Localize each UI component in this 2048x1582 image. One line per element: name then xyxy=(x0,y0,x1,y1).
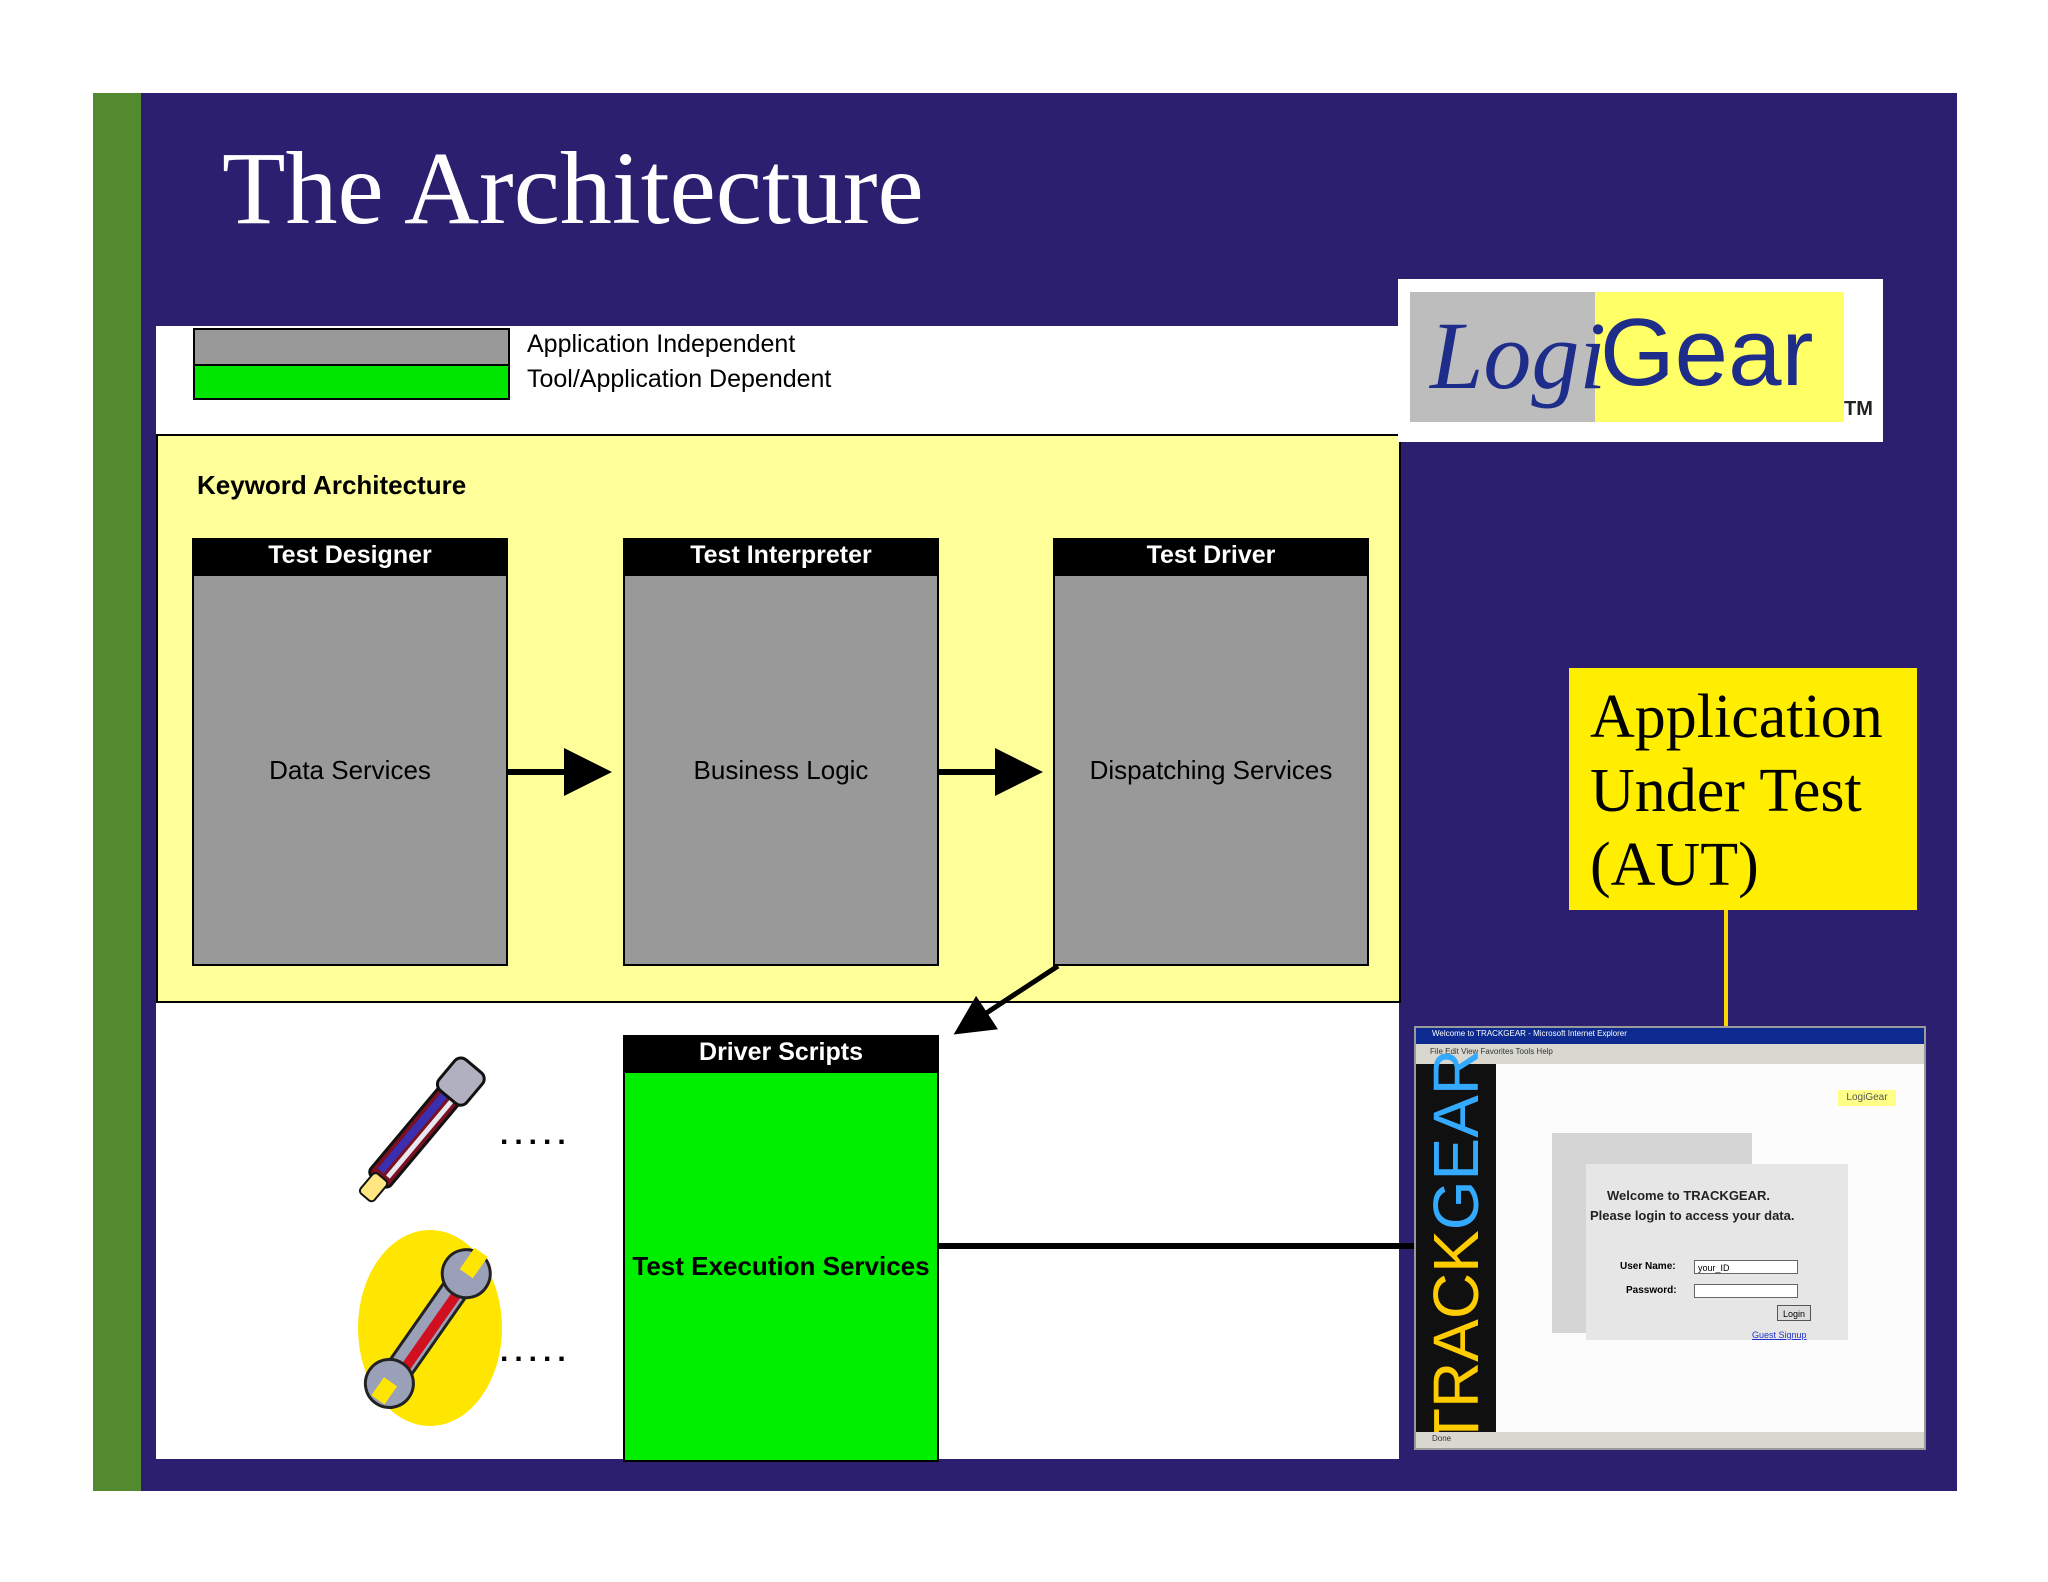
trackgear-sidebar xyxy=(1416,1064,1496,1432)
test-execution-services-label: Test Execution Services xyxy=(632,1251,930,1281)
driver-scripts-header: Driver Scripts xyxy=(623,1035,939,1071)
logo-text-logi: Logi xyxy=(1430,302,1607,409)
username-label: User Name: xyxy=(1620,1261,1676,1272)
login-button[interactable]: Login xyxy=(1777,1305,1811,1321)
mini-logo: LogiGear xyxy=(1838,1090,1896,1106)
data-services-label: Data Services xyxy=(269,754,431,785)
brand-part-track: TRACK xyxy=(1420,1230,1492,1448)
business-logic-label: Business Logic xyxy=(693,754,869,785)
welcome-subtext: Please login to access your data. xyxy=(1590,1208,1795,1223)
test-designer-box: Data Services xyxy=(192,574,508,966)
wrench-icon xyxy=(358,1230,502,1426)
logo-trademark: TM xyxy=(1844,398,1873,420)
test-driver-box: Dispatching Services xyxy=(1053,574,1369,966)
browser-statusbar xyxy=(1416,1432,1924,1448)
logo-highlight xyxy=(1595,292,1844,422)
test-driver-header: Test Driver xyxy=(1053,538,1369,574)
trackgear-brand: TRACKGEAR xyxy=(1419,1049,1493,1447)
welcome-text: Welcome to TRACKGEAR. xyxy=(1607,1188,1770,1203)
test-interpreter-header: Test Interpreter xyxy=(623,538,939,574)
test-interpreter-box: Business Logic xyxy=(623,574,939,966)
legend-swatch-dependent xyxy=(193,364,510,400)
username-field[interactable]: your_ID xyxy=(1694,1260,1798,1274)
password-label: Password: xyxy=(1626,1285,1677,1296)
slide-title: The Architecture xyxy=(222,131,924,246)
legend-label-independent: Application Independent xyxy=(527,330,796,358)
guest-signup-link[interactable]: Guest Signup xyxy=(1752,1330,1807,1340)
aut-callout xyxy=(1569,668,1917,910)
browser-menu: File Edit View Favorites Tools Help xyxy=(1430,1047,1553,1056)
pliers-icon xyxy=(358,1056,486,1203)
tool-connector-dots: ..... xyxy=(500,1335,572,1368)
aut-label: Application Under Test (AUT) xyxy=(1590,683,1883,899)
browser-titlebar xyxy=(1416,1028,1924,1044)
browser-title: Welcome to TRACKGEAR - Microsoft Interne… xyxy=(1432,1029,1627,1038)
logo-text-gear: Gear xyxy=(1600,299,1814,406)
tool-connector-dots: ..... xyxy=(500,1118,572,1151)
brand-part-gear: GEAR xyxy=(1420,1048,1492,1231)
password-field[interactable] xyxy=(1694,1284,1798,1298)
keyword-architecture-title: Keyword Architecture xyxy=(197,470,467,500)
driver-scripts-box: Test Execution Services xyxy=(623,1071,939,1462)
browser-menubar xyxy=(1416,1044,1924,1064)
test-designer-header: Test Designer xyxy=(192,538,508,574)
aut-connector-line xyxy=(1724,910,1728,1026)
dispatching-services-label: Dispatching Services xyxy=(1089,754,1333,785)
legend-swatch-independent xyxy=(193,328,510,366)
accent-bar xyxy=(93,93,141,1491)
legend-label-dependent: Tool/Application Dependent xyxy=(527,365,832,393)
browser-status: Done xyxy=(1432,1434,1452,1443)
